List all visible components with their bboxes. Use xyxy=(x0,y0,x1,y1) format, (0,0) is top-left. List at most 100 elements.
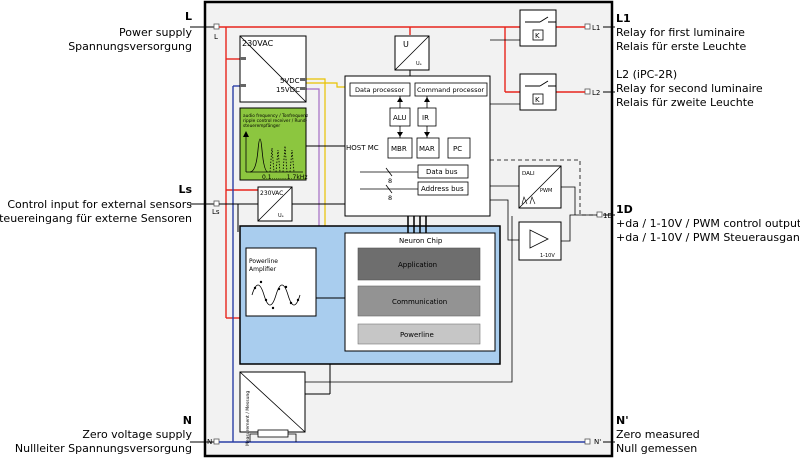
l1-line2: Relais für erste Leuchte xyxy=(616,40,747,53)
communication-label: Communication xyxy=(392,298,447,306)
n-line2: Nullleiter Spannungsversorgung xyxy=(14,442,192,455)
address-bus-box xyxy=(417,181,469,196)
relay-1-symbol: K xyxy=(535,32,540,40)
ls-line xyxy=(219,203,258,232)
l1-code: L1 xyxy=(616,12,631,25)
n2-line2: Null gemessen xyxy=(616,442,698,455)
measurement-feedback-line xyxy=(305,216,513,383)
ir-box xyxy=(417,107,437,127)
ls-line1: Control input for external sensors xyxy=(7,198,192,211)
l-code: L xyxy=(184,10,192,23)
data-bus-box xyxy=(417,164,469,179)
sensor-converter-sub: Uₑ xyxy=(278,213,284,219)
u-converter-label: U xyxy=(403,40,409,49)
l2-line2: Relais für zweite Leuchte xyxy=(616,96,754,109)
power-supply-15vdc: 15VDC xyxy=(276,86,300,94)
address-bus-width: 8 xyxy=(388,194,392,202)
external-wires xyxy=(190,26,615,443)
host-relay-links xyxy=(490,39,520,105)
data-processor-label: Data processor xyxy=(355,86,405,94)
terminal-1d[interactable] xyxy=(596,211,603,218)
pc-label: PC xyxy=(453,145,462,153)
application-label: Application xyxy=(398,261,437,269)
powerline-amplifier-block xyxy=(245,247,317,317)
n-code: N xyxy=(182,414,192,427)
d1-line2: +da / 1-10V / PWM Steuerausgang xyxy=(616,231,800,244)
power-supply-terminals xyxy=(240,57,306,90)
amplifier-symbol xyxy=(529,229,549,249)
ir-label: IR xyxy=(422,114,429,122)
powerline-layer xyxy=(357,323,481,345)
terminal-label-l: L xyxy=(214,33,218,41)
terminal-l[interactable] xyxy=(213,23,220,30)
measurement-label: Measurement / Messung xyxy=(245,391,251,446)
application-layer xyxy=(357,247,481,281)
ripple-title-3: steuerempfänger xyxy=(243,123,280,129)
l-line2: Spannungsversorgung xyxy=(68,40,192,53)
terminal-label-ls: Ls xyxy=(212,208,220,216)
data-bus-width: 8 xyxy=(388,177,392,185)
terminal-label-l1: L1 xyxy=(592,24,600,32)
relay-2 xyxy=(519,73,557,111)
l2-line1: Relay for second luminaire xyxy=(616,82,763,95)
ls-code: Ls xyxy=(178,183,192,196)
amplifier-label: 1-10V xyxy=(540,253,555,259)
terminal-l2[interactable] xyxy=(584,88,591,95)
mbr-box xyxy=(387,137,413,159)
l1-line1: Relay for first luminaire xyxy=(616,26,745,39)
alu-label: ALU xyxy=(393,114,406,122)
data-bus-label: Data bus xyxy=(426,168,458,176)
n-line1: Zero voltage supply xyxy=(82,428,192,441)
pc-box xyxy=(447,137,471,159)
powerline-label: Powerline xyxy=(400,331,434,339)
d1-line1: +da / 1-10V / PWM control output xyxy=(616,217,800,230)
pl-amp-line1: Powerline xyxy=(249,258,278,265)
mar-label: MAR xyxy=(419,145,435,153)
mbr-label: MBR xyxy=(391,145,407,153)
l2-code: L2 (iPC-2R) xyxy=(616,68,678,81)
yellow-lines xyxy=(304,78,345,226)
u-converter-sub: Uₑ xyxy=(416,61,422,67)
n2-line1: Zero measured xyxy=(616,428,700,441)
relay-1-coil xyxy=(532,29,544,41)
neuron-chip-title: Neuron Chip xyxy=(399,237,443,245)
control-output-lines xyxy=(490,159,597,242)
power-supply-5vdc: 5VDC xyxy=(280,77,300,85)
bus-links xyxy=(407,216,427,233)
n2-code: N' xyxy=(616,414,629,427)
relay-1 xyxy=(519,9,557,47)
terminal-label-1d: 1D xyxy=(603,212,613,220)
sensor-converter-label: 230VAC xyxy=(260,190,283,197)
communication-layer xyxy=(357,285,481,317)
alu-box xyxy=(389,107,411,127)
terminal-n-prime[interactable] xyxy=(584,438,591,445)
command-processor-box xyxy=(414,82,488,97)
shunt-resistor xyxy=(257,429,289,438)
terminal-l1[interactable] xyxy=(584,23,591,30)
data-processor-box xyxy=(349,82,411,97)
purple-lines xyxy=(304,88,320,226)
n-line-network xyxy=(219,85,585,443)
host-mc-label: HOST MC xyxy=(346,144,379,152)
l-line1: Power supply xyxy=(119,26,192,39)
terminal-label-l2: L2 xyxy=(592,89,600,97)
dali-label: DALI xyxy=(522,171,535,177)
ripple-frequency-peaks xyxy=(269,145,295,173)
command-processor-label: Command processor xyxy=(417,86,484,94)
address-bus-label: Address bus xyxy=(421,185,464,193)
terminal-label-n-prime: N' xyxy=(594,438,601,446)
pwm-label: PWM xyxy=(540,188,552,194)
ls-line2: Steuereingang für externe Sensoren xyxy=(0,212,192,225)
wave-sample-points xyxy=(253,280,300,310)
power-supply-input-label: 230VAC xyxy=(242,39,274,48)
ripple-title-1: audio frequency / Tonfrequenz xyxy=(243,113,309,119)
mar-box xyxy=(416,137,440,159)
ripple-title-2: ripple control receiver / Rund- xyxy=(243,118,307,124)
relay-2-symbol: K xyxy=(535,96,540,104)
relay-2-coil xyxy=(532,93,544,105)
pl-amp-line2: Amplifier xyxy=(249,266,277,273)
d1-code: 1D xyxy=(616,203,633,216)
terminal-ls[interactable] xyxy=(213,200,220,207)
terminal-n[interactable] xyxy=(213,438,220,445)
